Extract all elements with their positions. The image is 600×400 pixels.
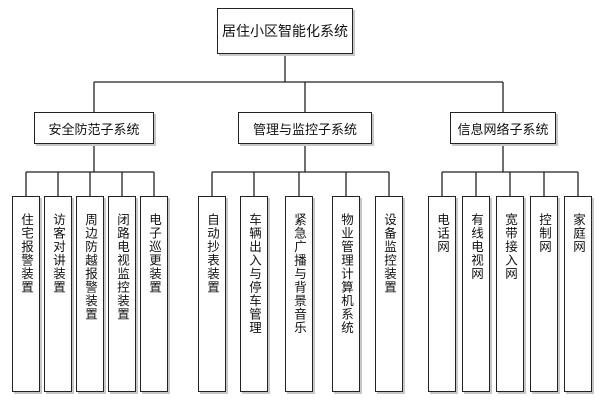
leaf-node: 设备监控装置 [375,196,403,392]
root-label: 居住小区智能化系统 [222,24,348,40]
leaf-node: 住宅报警装置 [12,196,40,392]
leaf-node: 物业管理计算机系统 [332,196,360,392]
subsystem-security: 安全防范子系统 [34,112,154,144]
leaf-node: 电子巡更装置 [140,196,168,392]
root-node: 居住小区智能化系统 [217,8,353,54]
leaf-node: 自动抄表装置 [198,196,226,392]
leaf-label: 家庭网 [571,213,586,254]
leaf-label: 周边防越报警装置 [83,213,98,321]
leaf-label: 宽带接入网 [503,213,518,281]
leaf-node: 家庭网 [564,196,592,392]
leaf-node: 宽带接入网 [496,196,524,392]
leaf-node: 周边防越报警装置 [76,196,104,392]
leaf-label: 有线电视网 [469,213,484,281]
leaf-node: 紧急广播与背景音乐 [285,196,313,392]
leaf-label: 自动抄表装置 [205,213,220,294]
subsystem-network: 信息网络子系统 [450,112,556,144]
subsystem-label: 管理与监控子系统 [252,122,357,138]
subsystem-label: 安全防范子系统 [48,122,140,138]
leaf-label: 电话网 [435,213,450,254]
leaf-label: 访客对讲装置 [51,213,66,294]
leaf-label: 紧急广播与背景音乐 [292,213,307,335]
leaf-label: 物业管理计算机系统 [339,213,354,335]
leaf-label: 设备监控装置 [382,213,397,294]
leaf-label: 电子巡更装置 [147,213,162,294]
leaf-node: 访客对讲装置 [44,196,72,392]
subsystem-management: 管理与监控子系统 [238,112,372,144]
leaf-label: 车辆出入与停车管理 [247,213,262,335]
leaf-label: 控制网 [537,213,552,254]
leaf-node: 控制网 [530,196,558,392]
leaf-node: 车辆出入与停车管理 [240,196,268,392]
leaf-node: 闭路电视监控装置 [108,196,136,392]
leaf-label: 住宅报警装置 [19,213,34,294]
leaf-node: 电话网 [428,196,456,392]
leaf-node: 有线电视网 [462,196,490,392]
subsystem-label: 信息网络子系统 [457,122,549,138]
leaf-label: 闭路电视监控装置 [115,213,130,321]
